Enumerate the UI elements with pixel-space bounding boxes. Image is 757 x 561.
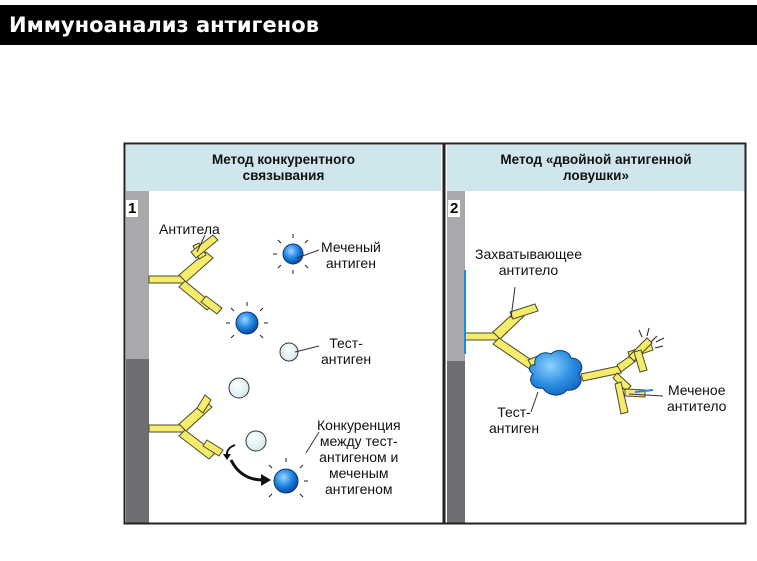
immunoassay-figure: Метод конкурентного связывания Метод «дв… bbox=[123, 142, 748, 526]
page-title: Иммуноанализ антигенов bbox=[0, 5, 757, 45]
test-antigen-single bbox=[279, 342, 320, 362]
figure-frame bbox=[123, 142, 747, 525]
panel-left-rail-dark bbox=[126, 359, 149, 523]
label-competition-line5: антигеном bbox=[325, 481, 393, 497]
label-capture-antibody-line1: Захватывающее bbox=[475, 246, 582, 262]
panel-left-header-line1: Метод конкурентного bbox=[211, 152, 356, 167]
label-labeled-antibody-line2: антитело bbox=[667, 398, 727, 414]
leader-competition bbox=[305, 431, 320, 454]
label-labeled-antibody-line1: Меченое bbox=[667, 382, 726, 398]
panel-left-rail-light bbox=[126, 191, 149, 359]
label-antibodies: Антитела bbox=[159, 221, 220, 237]
panel-right-header-line1: Метод «двойной антигенной bbox=[500, 152, 692, 167]
label-test-antigen-left-line1: Тест- bbox=[329, 335, 363, 351]
label-labeled-antibody: Меченое антитело bbox=[667, 382, 726, 414]
label-test-antigen-left: Тест- антиген bbox=[321, 335, 371, 367]
label-test-antigen-left-line2: антиген bbox=[321, 351, 372, 367]
leader-test-antigen-right bbox=[530, 391, 539, 413]
label-labeled-antigen: Меченый антиген bbox=[321, 239, 381, 271]
capture-antibody bbox=[464, 303, 548, 375]
test-antigen-lower-2 bbox=[245, 430, 267, 452]
antibody-lower bbox=[148, 394, 224, 460]
label-test-antigen-right-line1: Тест- bbox=[497, 404, 531, 420]
label-labeled-antigen-line2: антиген bbox=[325, 255, 376, 271]
antibody-upper bbox=[148, 234, 223, 315]
leader-labeled-antibody bbox=[628, 393, 664, 397]
labeled-antigen-bound bbox=[226, 302, 268, 339]
label-capture-antibody: Захватывающее антитело bbox=[475, 246, 582, 278]
labeled-antigen-lower bbox=[264, 458, 308, 498]
arrow-large bbox=[229, 459, 264, 482]
panel-left-header-line2: связывания bbox=[242, 168, 325, 183]
labeled-antibody bbox=[580, 337, 654, 415]
panel-right-header-line2: ловушки» bbox=[563, 168, 629, 183]
leader-antibodies bbox=[196, 234, 206, 253]
panel-right-rail-light bbox=[447, 191, 465, 361]
diagram-graphics bbox=[123, 142, 747, 525]
label-test-antigen-right: Тест- антиген bbox=[489, 404, 539, 436]
label-competition: Конкуренция между тест- антигеном и мече… bbox=[317, 417, 401, 497]
panel-right-rail-dark bbox=[447, 361, 465, 523]
leader-capture bbox=[510, 286, 516, 319]
label-competition-line1: Конкуренция bbox=[317, 417, 401, 433]
panel-left-header: Метод конкурентного связывания bbox=[126, 145, 441, 191]
panel-right-number: 2 bbox=[448, 200, 461, 217]
label-rays bbox=[638, 327, 665, 349]
panel-right-header: Метод «двойной антигенной ловушки» bbox=[447, 145, 745, 191]
label-competition-line2: между тест- bbox=[319, 433, 398, 449]
arrow-large-head bbox=[261, 474, 271, 486]
arrow-small-head bbox=[223, 454, 231, 460]
label-competition-line4: меченым bbox=[329, 465, 389, 481]
label-competition-line3: антигеном и bbox=[319, 449, 399, 465]
test-antigen-lower-1 bbox=[228, 377, 250, 399]
test-antigen-blob bbox=[528, 350, 583, 396]
arrow-small bbox=[226, 444, 236, 455]
panel-left-number: 1 bbox=[126, 200, 139, 217]
labeled-antigen-top bbox=[273, 234, 320, 274]
label-capture-antibody-line2: антитело bbox=[498, 262, 559, 278]
label-labeled-antigen-line1: Меченый bbox=[321, 239, 381, 255]
label-test-antigen-right-line2: антиген bbox=[489, 420, 540, 436]
labeled-antibody-blue-edge bbox=[634, 389, 654, 393]
